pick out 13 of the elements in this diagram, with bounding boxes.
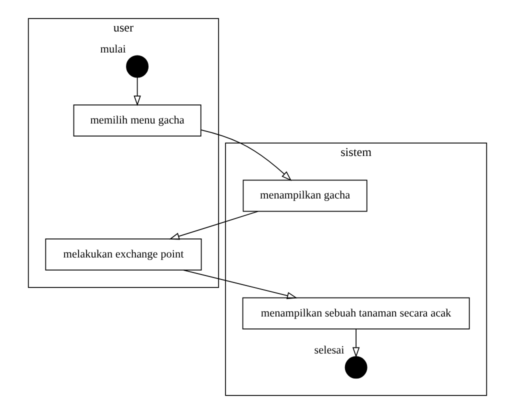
node-box: memilih menu gacha	[73, 104, 202, 137]
arrow	[200, 130, 292, 181]
arrow	[134, 77, 141, 106]
node-label: mulai	[100, 44, 126, 56]
node-circle	[344, 356, 368, 379]
node-box: melakukan exchange point	[45, 238, 202, 271]
node-box: menampilkan sebuah tanaman secara acak	[242, 297, 470, 330]
arrow	[183, 270, 298, 300]
node-circle	[126, 55, 149, 78]
node-box: menampilkan gacha	[242, 180, 368, 212]
arrow	[352, 328, 360, 358]
arrow	[169, 210, 258, 240]
node-label: selesai	[314, 344, 344, 356]
